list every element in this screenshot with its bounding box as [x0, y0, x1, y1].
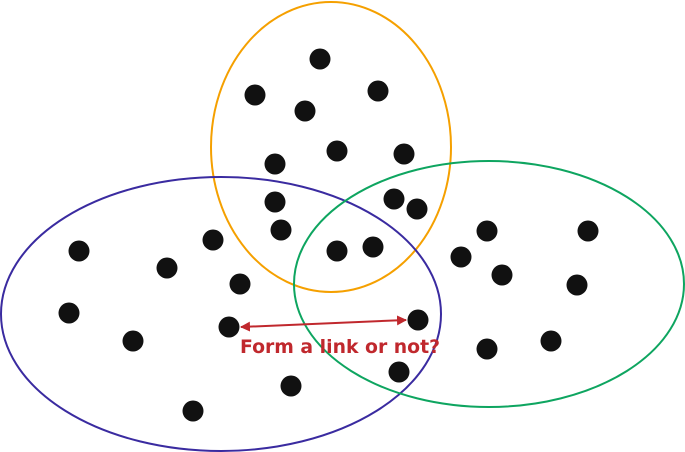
node-dot — [202, 229, 224, 251]
node-dot — [309, 48, 331, 70]
node-dot — [280, 375, 302, 397]
node-dot — [491, 264, 513, 286]
node-dot — [476, 338, 498, 360]
node-dot — [362, 236, 384, 258]
node-dot — [406, 198, 428, 220]
link-group: Form a link or not? — [240, 315, 440, 358]
node-dot — [577, 220, 599, 242]
node-dot — [122, 330, 144, 352]
node-dot — [68, 240, 90, 262]
node-dot — [476, 220, 498, 242]
node-dot — [566, 274, 588, 296]
node-dot — [264, 153, 286, 175]
cluster-green-ellipse — [293, 160, 685, 408]
node-dot — [407, 309, 429, 331]
link-question-label: Form a link or not? — [240, 336, 440, 358]
node-dot — [294, 100, 316, 122]
node-dot — [393, 143, 415, 165]
node-dot — [229, 273, 251, 295]
node-dot — [218, 316, 240, 338]
node-dot — [388, 361, 410, 383]
node-dot — [367, 80, 389, 102]
node-dot — [264, 191, 286, 213]
node-dot — [244, 84, 266, 106]
cluster-orange-ellipse — [210, 1, 452, 293]
node-dot — [58, 302, 80, 324]
link-arrow — [240, 315, 407, 332]
node-dot — [326, 240, 348, 262]
node-dot — [270, 219, 292, 241]
cluster-blue-ellipse — [0, 176, 442, 452]
node-dot — [383, 188, 405, 210]
node-group — [58, 48, 599, 422]
node-dot — [540, 330, 562, 352]
node-dot — [326, 140, 348, 162]
node-dot — [182, 400, 204, 422]
node-dot — [156, 257, 178, 279]
node-dot — [450, 246, 472, 268]
